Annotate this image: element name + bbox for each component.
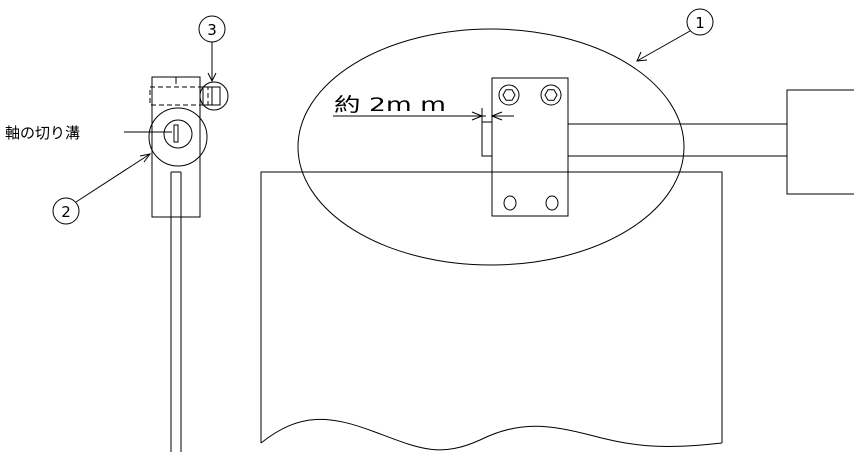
- callout-3-number: 3: [207, 21, 217, 39]
- side-bolt-hidden-line: [149, 86, 209, 106]
- callout-2-circle: [52, 197, 80, 225]
- callout-1-circle: [686, 8, 714, 36]
- side-bolt-head-circle: [199, 81, 229, 111]
- callout-1-arrow: [636, 51, 648, 62]
- bolt-top-right-head: [540, 84, 562, 106]
- callout-1: 1: [636, 8, 714, 62]
- callout-1-number: 1: [695, 14, 705, 32]
- shaft-groove-label: 軸の切り溝: [5, 124, 80, 142]
- clamp-block: [491, 77, 569, 217]
- side-shaft-inner-circle: [163, 119, 193, 149]
- callout-2-number: 2: [61, 203, 71, 221]
- gap-dimension-label: 約 2m m: [334, 94, 446, 116]
- side-shaft-outer-circle: [148, 107, 208, 167]
- bolt-top-left-hex: [502, 89, 516, 101]
- callout-2-arrow: [139, 153, 152, 163]
- front-view: [260, 28, 854, 451]
- hole-bottom-right: [545, 195, 559, 211]
- shaft-stub: [481, 121, 493, 157]
- side-view: [124, 76, 229, 452]
- bolt-top-left-head: [498, 84, 520, 106]
- callout-3: 3: [198, 15, 226, 83]
- callout-2: 2: [52, 153, 152, 225]
- bolt-top-right: [540, 84, 562, 106]
- motor-housing: [786, 89, 854, 195]
- callout-1-leader: [636, 30, 691, 62]
- callout-3-arrow: [207, 72, 217, 83]
- detail-ellipse: [297, 28, 685, 266]
- side-clamp-block: [151, 76, 201, 218]
- side-shaft-groove-slot: [173, 124, 179, 143]
- bolt-top-left: [498, 84, 520, 106]
- callout-2-leader: [75, 153, 151, 203]
- base-plate-break-line: [260, 418, 723, 451]
- gap-dim-arrow-right: [490, 111, 503, 121]
- bolt-top-right-hex: [544, 89, 558, 101]
- hole-bottom-left: [503, 195, 517, 211]
